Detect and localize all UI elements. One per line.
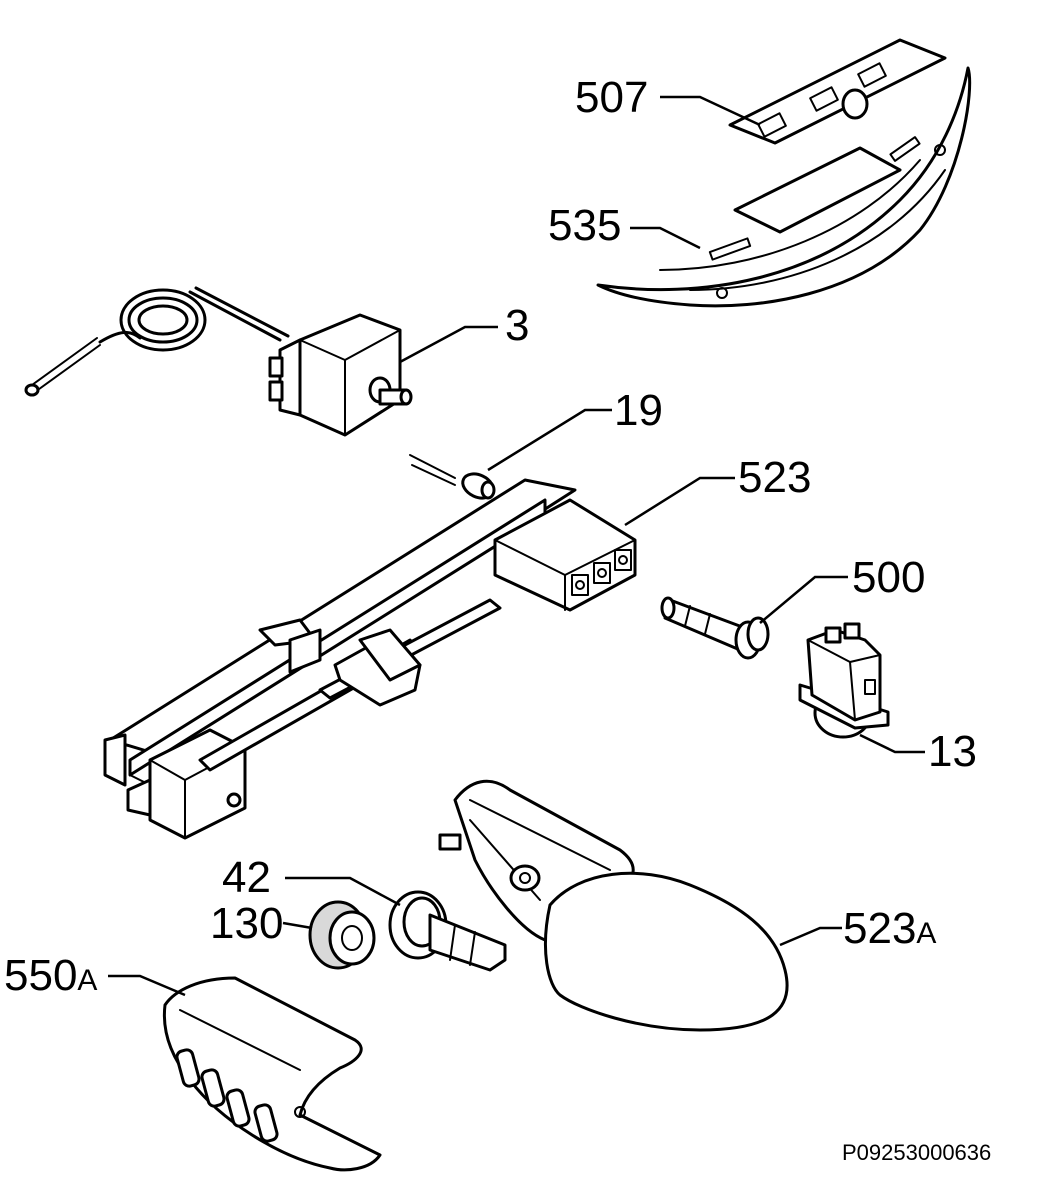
- label-550a-num: 550: [4, 951, 77, 1000]
- drawing-code: P09253000636: [842, 1140, 991, 1165]
- label-523a-num: 523: [843, 904, 916, 953]
- label-550a-suffix: A: [77, 964, 97, 997]
- part-535-cover: [596, 66, 972, 308]
- leader-523a: [779, 926, 842, 947]
- leader-19: [487, 408, 612, 472]
- part-507-plate: [728, 38, 947, 145]
- label-130: 130: [210, 899, 283, 948]
- label-42: 42: [222, 853, 271, 902]
- leader-550a: [108, 974, 186, 997]
- label-507: 507: [575, 73, 648, 122]
- part-19-bulb: [409, 454, 496, 500]
- label-19: 19: [614, 386, 663, 435]
- part-130-knob: [308, 900, 376, 970]
- label-500: 500: [852, 553, 925, 602]
- part-500-bushing: [660, 596, 770, 660]
- leader-535: [630, 226, 701, 250]
- part-3-thermostat: [24, 286, 413, 437]
- part-550a-cover: [162, 976, 382, 1172]
- label-550a: 550A: [4, 951, 97, 1000]
- label-523a-suffix: A: [916, 917, 936, 950]
- label-3: 3: [505, 301, 529, 350]
- leader-42: [285, 876, 401, 907]
- leader-523: [624, 476, 735, 527]
- leader-130: [282, 921, 313, 930]
- part-523-frame: [103, 478, 637, 840]
- part-13-switch: [798, 622, 890, 739]
- leader-3: [399, 325, 498, 364]
- label-523a: 523A: [843, 904, 936, 953]
- part-42-socket: [388, 890, 507, 972]
- leader-507: [660, 95, 761, 127]
- leader-500: [759, 575, 848, 624]
- leader-13: [859, 733, 925, 754]
- label-523: 523: [738, 453, 811, 502]
- part-523a-housing: [438, 779, 789, 1032]
- label-13: 13: [928, 727, 977, 776]
- label-535: 535: [548, 201, 621, 250]
